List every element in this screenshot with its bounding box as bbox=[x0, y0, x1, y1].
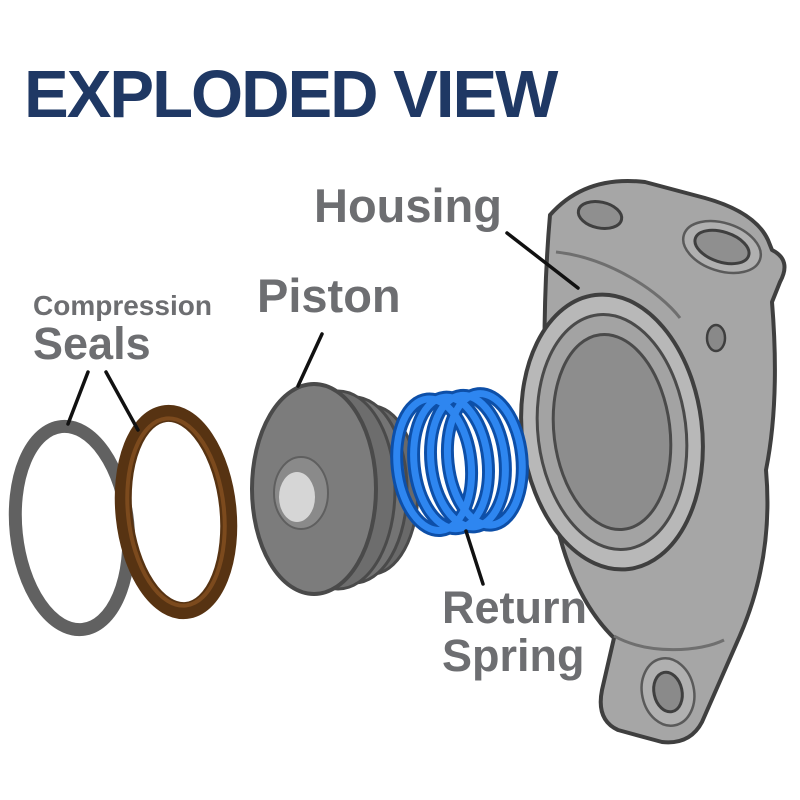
piston-label: Piston bbox=[257, 269, 401, 322]
spring-coil bbox=[427, 391, 509, 531]
compression-seal-brown-ring bbox=[114, 404, 238, 620]
leader-return-spring bbox=[464, 529, 485, 586]
housing-bore-inner bbox=[551, 332, 673, 532]
housing-bottom-crease bbox=[613, 634, 725, 652]
leader-housing bbox=[505, 231, 580, 290]
compression-seal-brown-highlight bbox=[125, 416, 227, 608]
housing-bore bbox=[519, 292, 705, 572]
housing-side-hole bbox=[705, 323, 727, 353]
housing-bolt-hole-bottom bbox=[652, 670, 684, 714]
compression-seals-label-line2: Seals bbox=[33, 318, 151, 369]
spring-coil bbox=[443, 390, 526, 529]
return-spring-part bbox=[390, 387, 529, 537]
leader-seal-gray bbox=[66, 370, 90, 426]
housing-label: Housing bbox=[314, 179, 502, 232]
spring-coil-highlights bbox=[393, 390, 526, 534]
housing-ear-crease bbox=[555, 250, 682, 319]
diagram-title: EXPLODED VIEW bbox=[24, 57, 558, 132]
spring-coil bbox=[410, 393, 492, 533]
leader-seal-brown bbox=[104, 370, 140, 432]
housing-bolt-hole-top-left bbox=[576, 199, 624, 231]
return-spring-label-line1: Return bbox=[442, 582, 587, 633]
leader-lines bbox=[66, 231, 580, 586]
spring-coil bbox=[393, 395, 476, 534]
return-spring-label: Return Spring bbox=[442, 584, 587, 679]
leader-piston bbox=[296, 332, 324, 388]
compression-seals-label-line1: Compression bbox=[33, 290, 212, 321]
return-spring-label-line2: Spring bbox=[442, 629, 585, 681]
housing-bolt-hole-top-right bbox=[693, 228, 751, 266]
piston-part bbox=[250, 382, 420, 596]
housing-part bbox=[519, 179, 787, 745]
compression-seals-part bbox=[8, 404, 238, 637]
piston-face-highlight bbox=[279, 472, 315, 522]
